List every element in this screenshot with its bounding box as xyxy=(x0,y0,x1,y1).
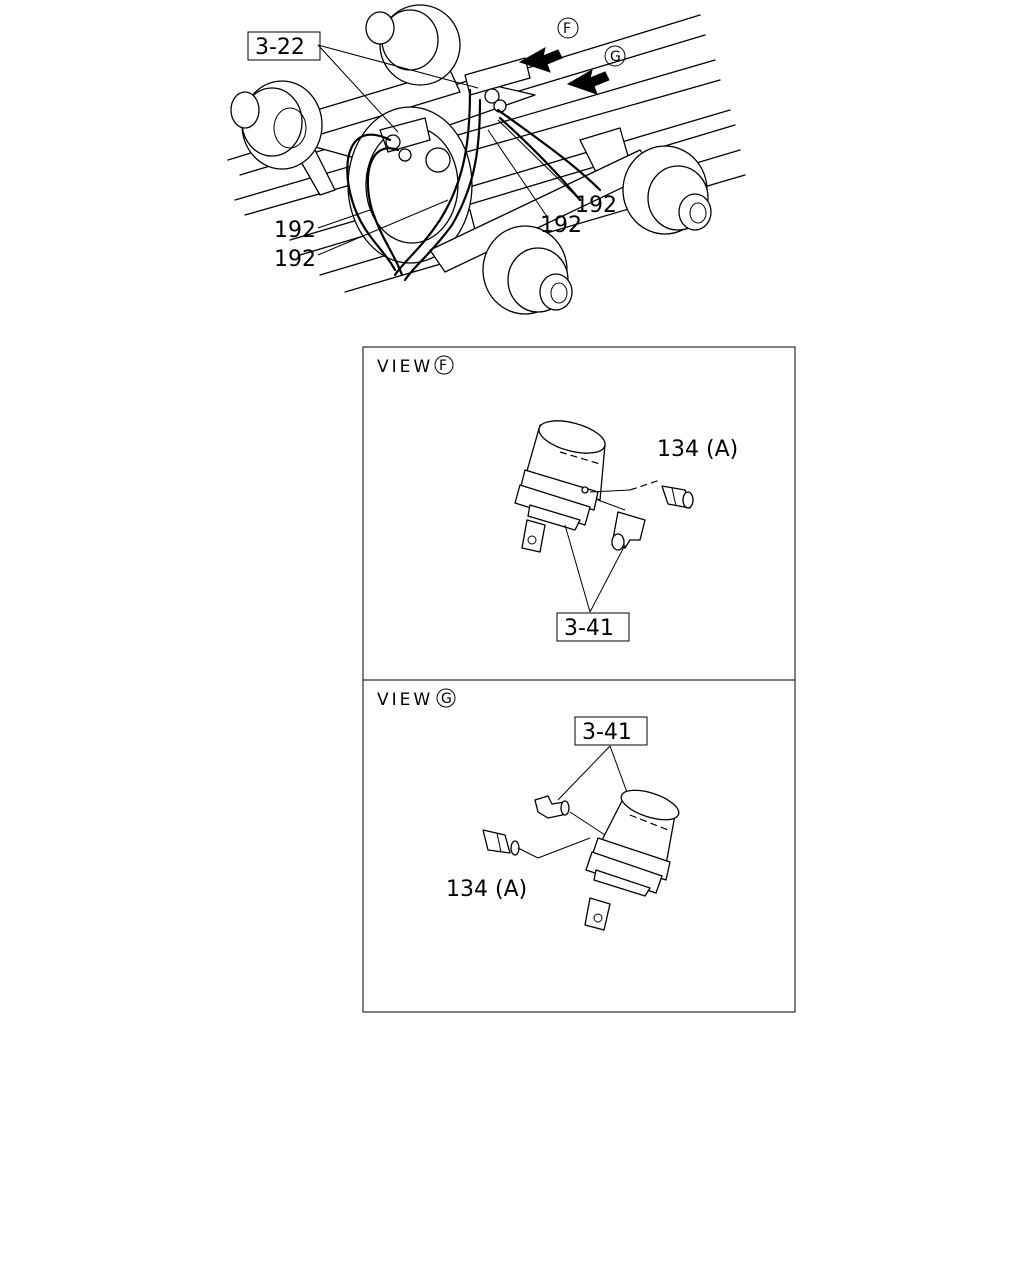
view-f-title: VIEW xyxy=(377,357,433,377)
ref-3-22-label: 3-22 xyxy=(255,35,305,60)
wheel-hub-upper-middle xyxy=(365,4,461,86)
elbow-fitting-g xyxy=(534,795,570,819)
view-f-ref-box xyxy=(556,612,630,642)
ref-3-22-box xyxy=(247,31,321,61)
view-f-part-number: 134 (A) xyxy=(657,437,738,462)
view-g-ref-box xyxy=(574,716,648,746)
view-g-title: VIEW xyxy=(377,690,433,710)
view-f-title-circle xyxy=(434,355,454,375)
view-g-title-marker: G xyxy=(441,691,452,707)
hose-label-3: 192 xyxy=(540,213,582,238)
wheel-hub-right xyxy=(622,145,712,235)
connector-134a-g xyxy=(482,829,520,856)
view-g-marker: G xyxy=(610,49,621,65)
view-f-title-marker: F xyxy=(439,358,447,374)
view-g-part-ref: 3-41 xyxy=(582,720,632,745)
view-g-panel xyxy=(362,679,796,1013)
view-g-title-circle xyxy=(436,688,456,708)
view-g-arrow-icon xyxy=(566,45,626,95)
view-f-marker: F xyxy=(563,21,571,37)
axle-assembly-illustration xyxy=(227,4,746,315)
view-f-arrow-icon xyxy=(518,17,579,73)
hose-label-1: 192 xyxy=(274,218,316,243)
wheel-hub-lower xyxy=(482,225,573,315)
brake-chamber-g xyxy=(584,789,680,931)
air-hoses xyxy=(346,88,602,282)
view-g-part-number: 134 (A) xyxy=(446,877,527,902)
hose-label-2: 192 xyxy=(274,247,316,272)
connector-134a-f xyxy=(661,485,694,509)
view-f-part-ref: 3-41 xyxy=(564,616,614,641)
wheel-hub-upper-left xyxy=(230,80,323,170)
hose-label-4: 192 xyxy=(575,193,617,218)
brake-chamber-f xyxy=(514,420,606,553)
elbow-fitting-f xyxy=(611,511,646,551)
